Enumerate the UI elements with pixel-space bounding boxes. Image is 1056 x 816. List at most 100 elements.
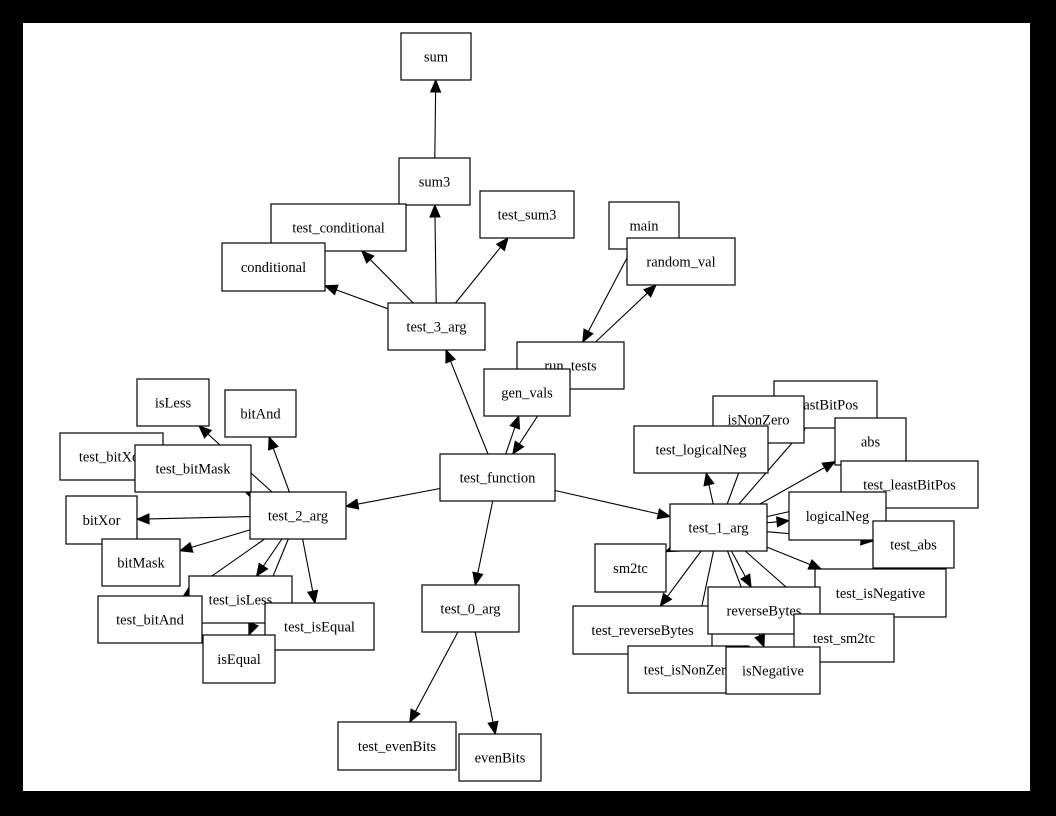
edge-test_function-to-test_3_arg xyxy=(445,348,489,455)
edge-test_1_arg-to-test_reverseBytes xyxy=(659,550,702,608)
node-label: test_bitAnd xyxy=(116,613,184,629)
node-isEqual: isEqual xyxy=(202,634,276,684)
edge-line xyxy=(477,500,494,574)
arrowhead-icon xyxy=(344,498,360,510)
node-label: test_0_arg xyxy=(440,602,500,618)
edge-line xyxy=(708,484,714,505)
node-test_isNegative: test_isNegative xyxy=(814,568,947,618)
node-sum: sum xyxy=(400,32,472,81)
edge-test_0_arg-to-test_evenBits xyxy=(409,631,459,724)
node-label: leastBitPos xyxy=(793,398,859,414)
arrowhead-icon xyxy=(643,284,657,298)
node-test_1_arg: test_1_arg xyxy=(669,503,768,552)
edge-sum3-to-sum xyxy=(429,78,442,159)
arrowhead-icon xyxy=(360,250,375,264)
node-label: bitMask xyxy=(117,556,165,572)
edge-line xyxy=(302,538,314,592)
edge-line xyxy=(587,248,633,332)
node-random_val: random_val xyxy=(626,237,736,286)
arrowhead-icon xyxy=(821,460,837,473)
node-label: isNegative xyxy=(742,664,804,680)
nodes-layer: sumsum3test_conditionaltest_sum3conditio… xyxy=(59,32,979,782)
edge-test_2_arg-to-test_isLess xyxy=(255,538,283,578)
edge-line xyxy=(191,529,251,548)
node-box xyxy=(134,444,252,493)
edge-line xyxy=(766,546,811,566)
node-bitAnd: bitAnd xyxy=(224,389,297,438)
edge-line xyxy=(415,631,459,712)
node-test_sum3: test_sum3 xyxy=(479,190,575,239)
edge-line xyxy=(455,246,501,304)
node-label: test_2_arg xyxy=(268,509,328,525)
arrowhead-icon xyxy=(255,562,269,578)
node-label: abs xyxy=(861,435,881,451)
arrowhead-icon xyxy=(178,541,194,553)
edge-test_0_arg-to-evenBits xyxy=(474,631,499,736)
edge-main-to-run_tests xyxy=(582,248,633,344)
node-test_abs: test_abs xyxy=(872,520,955,569)
edge-test_1_arg-to-abs xyxy=(759,460,837,505)
arrowhead-icon xyxy=(472,571,484,587)
node-box xyxy=(458,733,542,782)
node-box xyxy=(136,378,210,427)
node-label: main xyxy=(630,219,660,235)
node-box xyxy=(788,491,887,541)
edge-line xyxy=(730,550,746,577)
node-box xyxy=(439,453,556,502)
node-box xyxy=(101,538,181,587)
edge-test_2_arg-to-bitAnd xyxy=(268,435,290,493)
node-box xyxy=(872,520,955,569)
arrowhead-icon xyxy=(429,203,441,218)
arrowhead-icon xyxy=(740,573,752,589)
arrowhead-icon xyxy=(198,425,213,439)
node-label: test_sm2tc xyxy=(813,631,875,647)
edge-test_3_arg-to-test_sum3 xyxy=(455,236,509,304)
node-box xyxy=(400,32,472,81)
edge-line xyxy=(474,631,494,723)
node-box xyxy=(97,595,203,644)
arrowhead-icon xyxy=(776,516,791,528)
node-isNegative: isNegative xyxy=(725,646,821,695)
node-label: evenBits xyxy=(475,751,526,767)
edge-line xyxy=(434,91,437,159)
edge-line xyxy=(336,289,389,310)
arrowhead-icon xyxy=(754,633,765,649)
arrowhead-icon xyxy=(429,78,442,93)
edge-test_3_arg-to-sum3 xyxy=(429,203,441,304)
node-box xyxy=(421,584,520,633)
node-box xyxy=(594,543,667,593)
node-bitMask: bitMask xyxy=(101,538,181,587)
node-label: test_bitMask xyxy=(156,462,232,478)
node-box xyxy=(337,721,457,771)
edge-test_3_arg-to-conditional xyxy=(323,284,389,310)
node-box xyxy=(725,646,821,695)
node-label: random_val xyxy=(646,255,715,271)
node-box xyxy=(224,389,297,438)
node-label: bitAnd xyxy=(240,407,281,423)
edge-line xyxy=(595,292,648,343)
node-label: test_isLess xyxy=(209,593,273,609)
node-label: sm2tc xyxy=(613,561,648,577)
edge-test_1_arg-to-reverseBytes xyxy=(730,550,752,589)
edge-line xyxy=(272,448,290,493)
node-test_3_arg: test_3_arg xyxy=(387,302,486,351)
node-label: isLess xyxy=(155,396,192,412)
node-label: sum3 xyxy=(419,175,450,191)
node-label: conditional xyxy=(241,260,306,276)
arrowhead-icon xyxy=(582,328,594,344)
node-label: test_isNegative xyxy=(836,586,925,602)
node-isLess: isLess xyxy=(136,378,210,427)
node-box xyxy=(626,237,736,286)
node-box xyxy=(202,634,276,684)
node-label: test_1_arg xyxy=(688,521,748,537)
node-test_evenBits: test_evenBits xyxy=(337,721,457,771)
arrowhead-icon xyxy=(306,589,319,605)
arrowhead-icon xyxy=(487,720,499,736)
edge-line xyxy=(759,467,825,505)
node-test_isEqual: test_isEqual xyxy=(264,602,375,651)
node-logicalNeg: logicalNeg xyxy=(788,491,887,541)
node-label: test_function xyxy=(460,471,536,487)
edge-line xyxy=(449,360,489,455)
node-label: test_reverseBytes xyxy=(591,623,694,639)
node-test_logicalNeg: test_logicalNeg xyxy=(633,425,769,474)
